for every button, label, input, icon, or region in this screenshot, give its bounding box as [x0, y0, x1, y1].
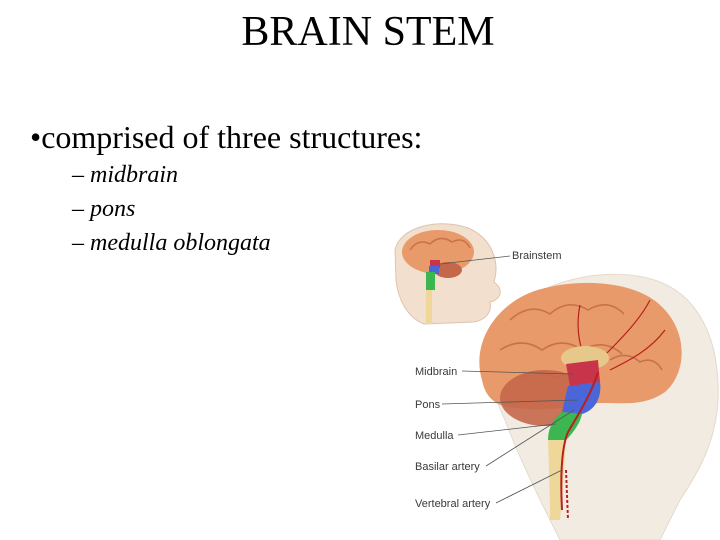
sub-dash: –: [72, 162, 84, 188]
bullet-symbol: •: [30, 119, 41, 155]
label-basilar-artery: Basilar artery: [415, 461, 480, 473]
sub-dash: –: [72, 196, 84, 222]
inset-medulla: [426, 272, 435, 290]
label-vertebral-artery: Vertebral artery: [415, 498, 491, 510]
label-midbrain: Midbrain: [415, 366, 457, 378]
bullet-text: comprised of three structures:: [41, 119, 422, 155]
sub-dash: –: [72, 230, 84, 256]
main-head-illustration: [479, 274, 718, 540]
sub-item-pons: – pons: [72, 194, 135, 224]
sub-text: medulla oblongata: [90, 230, 271, 256]
brainstem-anatomy-figure: Brainstem Midbrain Pons Medulla Basilar …: [380, 218, 720, 540]
main-bullet: •comprised of three structures:: [30, 118, 422, 156]
sub-text: midbrain: [90, 162, 178, 188]
inset-spinal-cord: [426, 290, 432, 324]
label-pons: Pons: [415, 399, 441, 411]
sub-text: pons: [90, 196, 135, 222]
label-medulla: Medulla: [415, 430, 454, 442]
label-brainstem: Brainstem: [512, 250, 562, 262]
sub-item-medulla: – medulla oblongata: [72, 228, 271, 258]
page-title: BRAIN STEM: [0, 8, 720, 56]
sub-item-midbrain: – midbrain: [72, 160, 178, 190]
